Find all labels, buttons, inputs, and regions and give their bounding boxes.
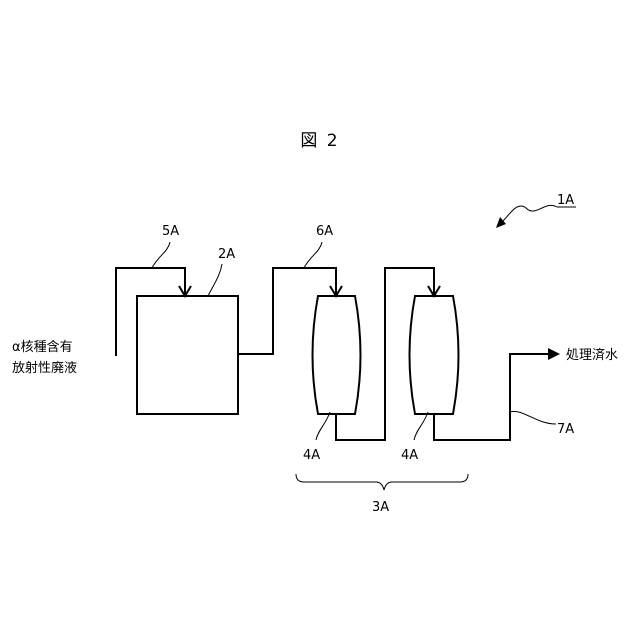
adsorption-column-1 — [313, 296, 361, 414]
tank-ref-leader — [208, 264, 222, 296]
outlet-pipe — [434, 354, 552, 440]
mid-pipe — [238, 268, 336, 354]
column-ref-label-2: 4A — [401, 448, 418, 463]
pipe-out-ref-label: 7A — [557, 422, 574, 437]
inlet-label-line1: α核種含有 — [12, 339, 73, 355]
tank — [137, 296, 238, 414]
inlet-label-line2: 放射性廃液 — [12, 360, 77, 376]
column-group-ref-label: 3A — [372, 500, 389, 515]
column-ref-leader-2 — [414, 412, 428, 440]
outlet-pipe-arrowhead — [548, 348, 560, 360]
system-ref-arrowhead — [496, 217, 506, 228]
pipe-out-ref-leader — [510, 411, 556, 424]
inlet-pipe — [116, 268, 185, 356]
column-ref-leader-1 — [316, 412, 330, 440]
pipe-mid-ref-leader — [304, 242, 322, 268]
figure-title: 図 2 — [300, 131, 339, 151]
system-ref-label: 1A — [557, 193, 574, 208]
system-ref-leader — [498, 205, 557, 226]
column-group-brace — [296, 474, 468, 490]
pipe-in-ref-label: 5A — [162, 224, 179, 239]
pipe-in-ref-leader — [152, 242, 170, 268]
outlet-label: 処理済水 — [566, 347, 618, 363]
pipe-mid-ref-label: 6A — [316, 224, 333, 239]
column-ref-label-1: 4A — [303, 448, 320, 463]
adsorption-column-2 — [410, 296, 459, 414]
tank-ref-label: 2A — [218, 247, 235, 262]
